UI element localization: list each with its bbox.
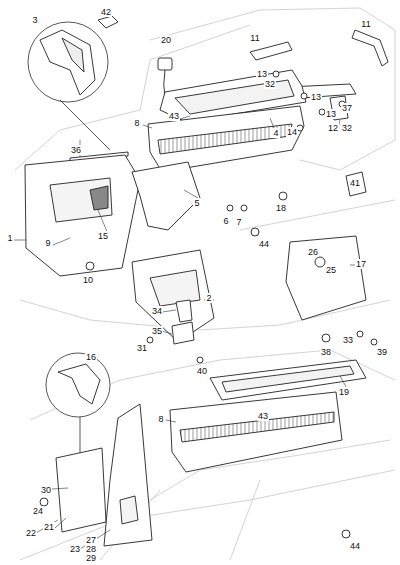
callout-number: 9 — [44, 238, 51, 248]
callout-number: 23 — [69, 544, 81, 554]
callout-number: 35 — [151, 326, 163, 336]
callout-number: 43 — [257, 411, 269, 421]
callout-number: 4 — [272, 128, 279, 138]
callout-number: 11 — [360, 19, 371, 29]
callout-number: 16 — [85, 352, 97, 362]
callout-number: 25 — [325, 265, 337, 275]
callout-number: 38 — [320, 347, 332, 357]
callout-number: 31 — [136, 343, 148, 353]
callout-number: 22 — [25, 528, 37, 538]
callout-number: 13 — [325, 109, 337, 119]
callout-number: 43 — [168, 111, 180, 121]
callout-number: 32 — [264, 79, 276, 89]
callout-number: 7 — [235, 217, 242, 227]
callout-number: 15 — [97, 231, 109, 241]
callout-number: 37 — [341, 103, 353, 113]
callout-number: 44 — [349, 541, 361, 551]
callout-number: 24 — [32, 506, 44, 516]
callout-number: 30 — [40, 485, 52, 495]
callout-number: 17 — [355, 259, 367, 269]
callout-number: 21 — [43, 522, 55, 532]
callout-number: 39 — [376, 347, 388, 357]
callout-number: 14 — [286, 127, 298, 137]
callout-number: 10 — [82, 275, 94, 285]
callout-number: 29 — [85, 553, 97, 563]
callout-number: 19 — [338, 387, 350, 397]
callout-number: 13 — [256, 69, 268, 79]
callout-number: 33 — [342, 335, 354, 345]
callout-number: 3 — [31, 15, 38, 25]
callout-number: 26 — [307, 247, 319, 257]
callout-number: 41 — [349, 178, 361, 188]
callout-number: 42 — [100, 7, 112, 17]
callout-number: 36 — [70, 145, 82, 155]
callout-number: 34 — [151, 306, 163, 316]
callout-number: 40 — [196, 366, 208, 376]
callout-number: 32 — [341, 123, 353, 133]
callout-number: 2 — [205, 293, 212, 303]
callout-number: 11 — [249, 33, 260, 43]
callout-number: 8 — [157, 414, 164, 424]
callout-number: 8 — [133, 118, 140, 128]
callout-number: 44 — [258, 239, 270, 249]
callout-number: 13 — [310, 92, 322, 102]
callout-number: 5 — [193, 198, 200, 208]
callout-number: 20 — [160, 35, 172, 45]
callout-number: 18 — [275, 203, 287, 213]
callout-number: 6 — [222, 216, 229, 226]
callout-number: 1 — [6, 233, 13, 243]
callout-number: 12 — [327, 123, 339, 133]
